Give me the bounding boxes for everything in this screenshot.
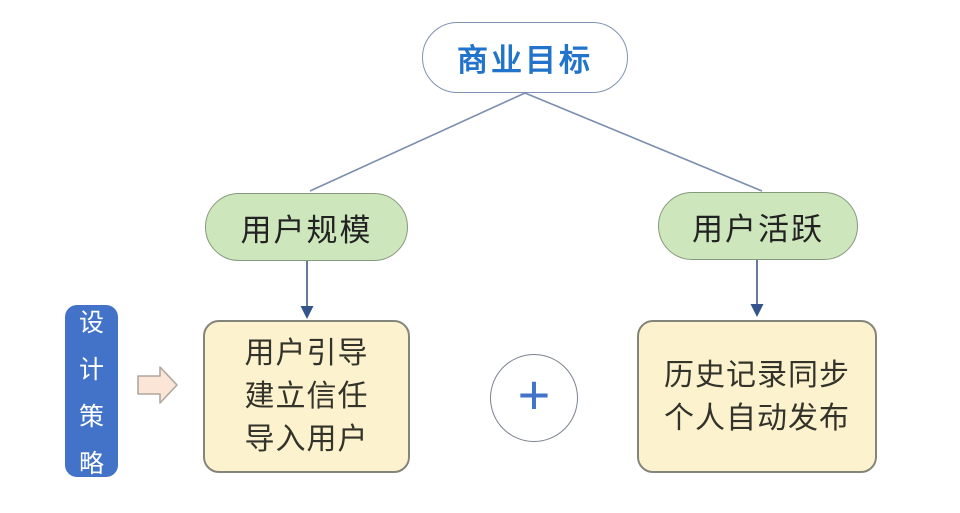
branch-pill-user-scale: 用户规模 xyxy=(205,193,408,261)
strategy-box-left: 用户引导 建立信任 导入用户 xyxy=(203,320,410,473)
strategy-box-line: 导入用户 xyxy=(244,423,369,456)
strategy-box-line: 个人自动发布 xyxy=(664,401,850,435)
plus-circle: + xyxy=(490,354,578,442)
strategy-box-line: 建立信任 xyxy=(244,380,369,413)
branch-pill-user-activity: 用户活跃 xyxy=(658,192,858,260)
side-label-char: 略 xyxy=(78,449,104,478)
edge-root-to-right xyxy=(524,92,763,192)
plus-icon: + xyxy=(517,363,551,426)
down-arrowhead-left-icon xyxy=(300,306,314,319)
strategy-box-right: 历史记录同步 个人自动发布 xyxy=(637,320,877,473)
down-arrowhead-right-icon xyxy=(750,304,764,317)
side-label-char: 计 xyxy=(78,355,104,384)
strategy-box-line: 用户引导 xyxy=(244,337,369,370)
strategy-box-line: 历史记录同步 xyxy=(664,358,850,392)
side-label-char: 设 xyxy=(78,308,104,337)
block-arrow-right-icon xyxy=(137,366,178,404)
root-node: 商业目标 xyxy=(422,22,628,93)
side-label-design-strategy: 设 计 策 略 xyxy=(65,305,118,478)
side-label-char: 策 xyxy=(78,402,104,431)
edge-root-to-left xyxy=(309,92,526,192)
